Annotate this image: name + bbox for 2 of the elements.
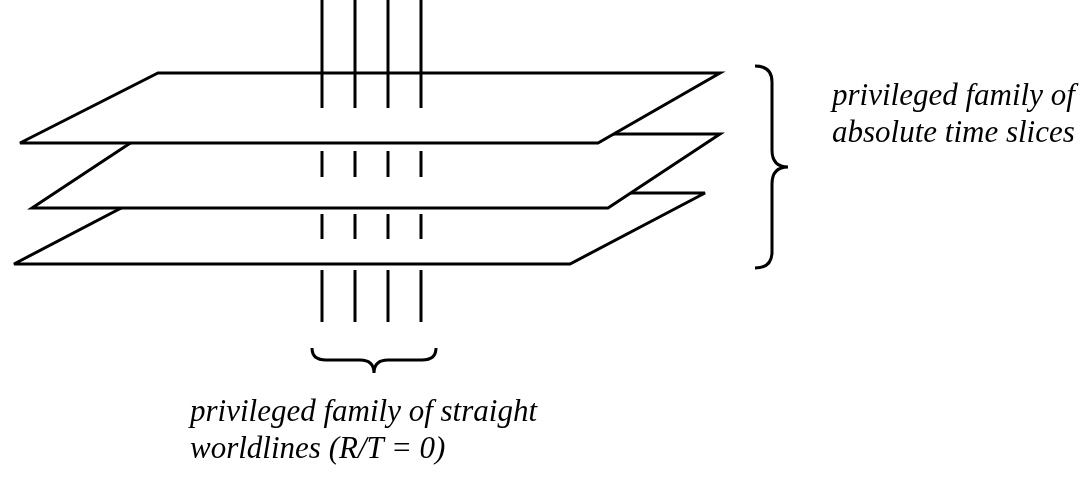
annotation-text: privileged family of absolute time slices (832, 76, 1082, 150)
annotation-text: privileged family of straight worldlines (R/T = 0) (190, 392, 539, 466)
